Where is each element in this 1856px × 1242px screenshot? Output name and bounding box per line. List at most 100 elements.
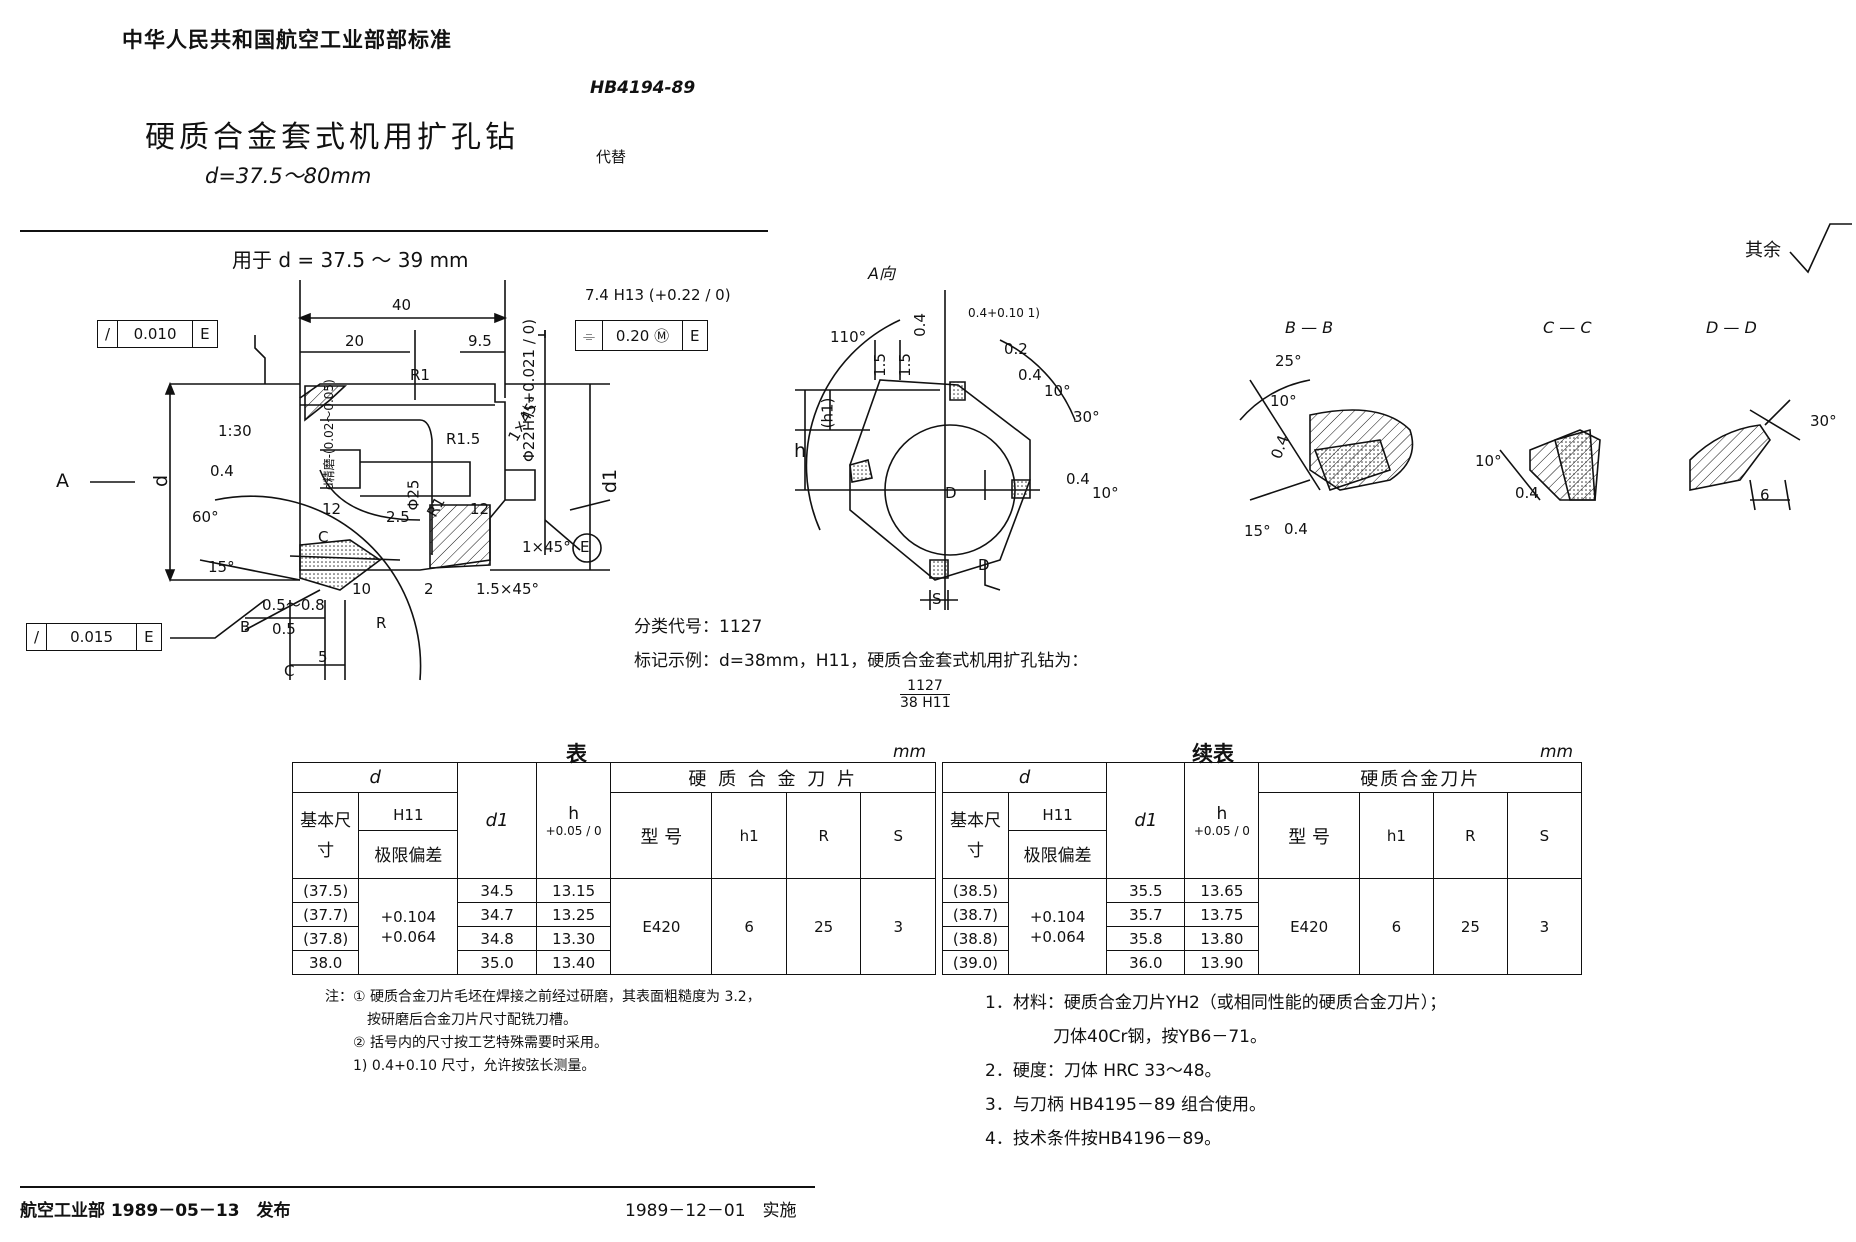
note-right-4: 3．与刀柄 HB4195－89 组合使用。 (985, 1095, 1266, 1115)
th-s-right: S (1506, 792, 1583, 879)
section-dd-title: D — D (1706, 318, 1757, 337)
view-a-arrow-label: A (56, 470, 69, 492)
th-h11-right: H11 极限偏差 (1007, 792, 1108, 879)
cell-d1-2-right: 35.8 (1106, 926, 1186, 951)
section-cc-title: C — C (1543, 318, 1592, 337)
section-bb-r04-b: 0.4 (1284, 520, 1308, 538)
replaces-label: 代替 (596, 148, 627, 166)
dim-phi25: Φ25 (404, 479, 423, 511)
runout-symbol-bottom: / (27, 624, 48, 650)
th-d-right: d (941, 762, 1108, 793)
dim-60deg: 60° (192, 508, 219, 526)
roughness-other-label: 其余 (1745, 240, 1781, 261)
th-d: d (291, 762, 459, 793)
note-right-3: 2．硬度：刀体 HRC 33～48。 (985, 1061, 1222, 1081)
view-a-r04-d: 0.4 (1066, 470, 1090, 488)
dim-slot-grind: d精磨-(0.02～0.05) (322, 379, 336, 490)
dim-10: 10 (352, 580, 372, 598)
view-a-r04-tol: 0.4+0.10 1) (968, 306, 1040, 320)
symmetry-value: 0.20 Ⓜ (603, 321, 684, 350)
th-h-tol: +0.05 / 0 (545, 823, 602, 838)
th-limit-label-right: 极限偏差 (1023, 845, 1092, 866)
th-d1-right: d1 (1106, 762, 1186, 879)
table-left-caption: 表 (566, 742, 587, 766)
section-b-marker: B (240, 618, 251, 636)
cell-d1-0: 34.5 (457, 878, 537, 903)
dim-40: 40 (392, 296, 412, 314)
note-left-1: 注：① 硬质合金刀片毛坯在焊接之前经过研磨，其表面粗糙度为 3.2， (325, 989, 761, 1005)
dim-chamfer-bottom: 1×45° (522, 538, 571, 556)
section-dd-30deg: 30° (1810, 412, 1837, 430)
th-basic-right: 基本尺寸 (942, 792, 1009, 879)
classification-code: 分类代号：1127 (634, 617, 763, 637)
dim-radius: R (376, 614, 387, 632)
th-h11-label-right: H11 (1008, 806, 1107, 831)
section-bb-25deg: 25° (1275, 352, 1302, 370)
cell-d1-3: 35.0 (457, 950, 537, 975)
dim-12-b: 12 (470, 500, 490, 518)
th-carbide: 硬 质 合 金 刀 片 (610, 762, 936, 793)
view-a-r04-c: 0.4 (1018, 366, 1042, 384)
table-right-unit: mm (1540, 742, 1574, 762)
note-right-1: 1．材料：硬质合金刀片YH2（或相同性能的硬质合金刀片）； (985, 993, 1447, 1013)
cell-d-2: (37.8) (291, 926, 360, 951)
datum-e-symbol: E (580, 538, 590, 556)
document-subtitle: d=37.5～80mm (205, 164, 372, 188)
runout-symbol: / (98, 321, 119, 347)
cell-d-2-right: (38.8) (942, 926, 1009, 951)
dim-r1-5: R1.5 (446, 430, 481, 448)
view-a-d-inner: D (945, 484, 957, 502)
view-a-30deg: 30° (1073, 408, 1100, 426)
dim-0-5: 0.5 (272, 620, 296, 638)
runout-frame-top: / 0.010 E (97, 320, 218, 348)
cell-d-1-right: (38.7) (942, 902, 1009, 927)
dim-15deg: 15° (208, 558, 235, 576)
cell-s-right: 3 (1506, 878, 1583, 975)
cell-h-2: 13.30 (535, 926, 612, 951)
note-right-2: 刀体40Cr钢，按YB6－71。 (985, 1027, 1267, 1047)
table-left: d d1 h +0.05 / 0 硬 质 合 金 刀 片 基本尺寸 H11 极限… (291, 762, 936, 975)
standard-number: HB4194-89 (590, 78, 696, 98)
note-left-2: 按研磨后合金刀片尺寸配铣刀槽。 (325, 1012, 577, 1028)
effective-date: 1989－12－01 实施 (625, 1201, 797, 1221)
symmetry-symbol: ⌯ (576, 321, 604, 350)
dim-0-5-0-8: 0.5～0.8 (262, 596, 325, 614)
issue-date: 航空工业部 1989－05－13 发布 (20, 1201, 291, 1221)
th-h-tol-right: +0.05 / 0 (1193, 823, 1250, 838)
view-a-r04-top: 0.4 (910, 313, 929, 337)
section-bb-title: B — B (1285, 318, 1334, 337)
cell-h1: 6 (711, 878, 787, 975)
th-h: h +0.05 / 0 (535, 762, 612, 879)
cell-d1-2: 34.8 (457, 926, 537, 951)
view-a-10deg-a: 10° (1044, 382, 1071, 400)
cell-h-0-right: 13.65 (1184, 878, 1260, 903)
th-h-label: h (568, 803, 580, 824)
dim-20: 20 (345, 332, 365, 350)
cell-s: 3 (860, 878, 936, 975)
view-a-1-5-b: 1.5 (895, 353, 914, 377)
th-type: 型 号 (610, 792, 713, 879)
cell-d-0-right: (38.5) (942, 878, 1009, 903)
dim-2-5: 2.5 (386, 508, 410, 526)
cell-d-1: (37.7) (291, 902, 360, 927)
view-a-1-5-a: 1.5 (870, 353, 889, 377)
dim-12-a: 12 (322, 500, 342, 518)
cell-d1-1-right: 35.7 (1106, 902, 1186, 927)
th-type-right: 型 号 (1258, 792, 1360, 879)
cell-d-3: 38.0 (291, 950, 360, 975)
header-rule (20, 230, 768, 232)
dim-r1-top: R1 (410, 366, 430, 384)
th-h11-label: H11 (359, 806, 458, 831)
th-h11: H11 极限偏差 (358, 792, 459, 879)
runout-value: 0.010 (118, 321, 194, 347)
th-h1: h1 (711, 792, 787, 879)
view-a-title: A向 (868, 264, 895, 283)
issuing-organization: 中华人民共和国航空工业部部标准 (122, 28, 452, 52)
view-a-10deg-b: 10° (1092, 484, 1119, 502)
th-r: R (785, 792, 862, 879)
notes-right: 1．材料：硬质合金刀片YH2（或相同性能的硬质合金刀片）； 刀体40Cr钢，按Y… (985, 986, 1446, 1156)
dim-r04-side: 0.4 (210, 462, 234, 480)
th-h-label-right: h (1216, 803, 1228, 824)
th-h-right: h +0.05 / 0 (1184, 762, 1260, 879)
